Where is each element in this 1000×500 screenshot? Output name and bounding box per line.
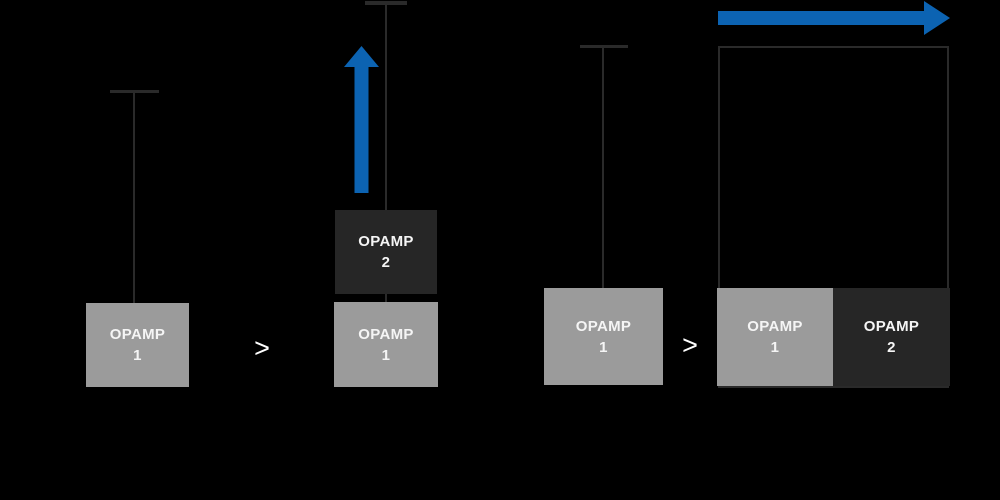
opamp-box-label: OPAMP: [109, 326, 166, 343]
capacity-line: [385, 4, 387, 302]
capacity-outline: [718, 46, 949, 388]
opamp-box-number: 1: [381, 346, 391, 364]
opamp-box: OPAMP 2: [833, 288, 950, 386]
capacity-line: [602, 47, 604, 288]
opamp-box: OPAMP 2: [335, 210, 437, 294]
opamp-box-label: OPAMP: [863, 318, 920, 335]
chevron-right-icon: >: [254, 333, 270, 363]
opamp-box-number: 1: [770, 339, 780, 356]
capacity-line: [133, 92, 135, 303]
capacity-limit-bar: [365, 1, 407, 5]
opamp-box-number: 1: [599, 338, 608, 356]
opamp-box-number: 2: [381, 254, 391, 271]
scale-up-arrow-icon: [344, 46, 379, 193]
opamp-box-label: OPAMP: [358, 325, 414, 343]
opamp-box-number: 2: [887, 339, 896, 356]
opamp-box: OPAMP 1: [334, 302, 438, 387]
chevron-right-icon: >: [682, 330, 698, 360]
opamp-box-number: 1: [133, 347, 142, 364]
scale-out-arrow-icon: [718, 1, 950, 35]
opamp-box: OPAMP 1: [86, 303, 189, 387]
capacity-limit-bar: [580, 45, 628, 48]
opamp-box: OPAMP 1: [544, 288, 663, 385]
opamp-box: OPAMP 1: [717, 288, 833, 386]
opamp-box-label: OPAMP: [747, 318, 803, 335]
opamp-box-label: OPAMP: [358, 233, 414, 250]
capacity-limit-bar: [110, 90, 159, 93]
opamp-box-label: OPAMP: [575, 317, 632, 335]
